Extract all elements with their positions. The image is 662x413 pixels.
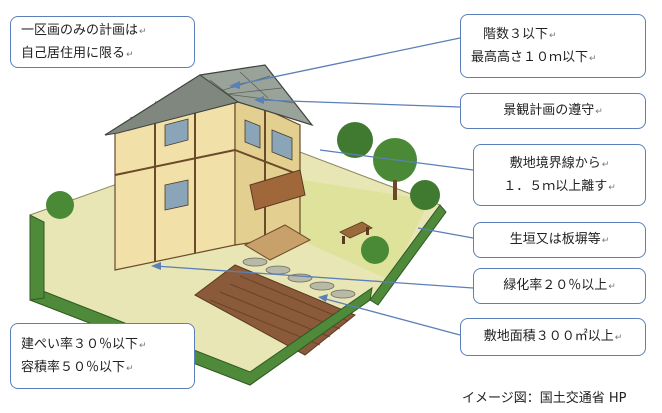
leader-arrows	[151, 81, 328, 302]
callout-landscape: 景観計画の遵守↵	[460, 93, 646, 129]
callout-height-line: 最高高さ１０ｍ以下↵	[471, 50, 597, 65]
callout-site-area-line: 敷地面積３００㎡以上↵	[483, 329, 623, 344]
callout-single-lot: 一区画のみの計画は↵ 自己居住用に限る↵	[10, 16, 195, 68]
timber-frame	[114, 108, 301, 262]
entrance-deck	[243, 224, 312, 261]
garden-bench	[339, 221, 373, 244]
callout-coverage-line: 建ぺい率３０％以下↵	[21, 337, 147, 352]
callout-landscape-line: 景観計画の遵守↵	[503, 103, 603, 118]
callout-floor-area-line: 容積率５０％以下↵	[21, 360, 134, 375]
callout-green-ratio-line: 緑化率２０％以上↵	[503, 278, 616, 293]
balcony	[249, 169, 306, 211]
callout-floors-height: 階数３以下↵ 最高高さ１０ｍ以下↵	[460, 14, 646, 78]
windows	[164, 118, 293, 211]
callout-setback-line-2: １．５ｍ以上離す↵	[503, 179, 616, 194]
leader-lines	[154, 37, 474, 336]
callout-setback: 敷地境界線から↵ １．５ｍ以上離す↵	[473, 144, 646, 206]
callout-single-lot-line-1: 一区画のみの計画は↵	[21, 23, 147, 38]
callout-green-ratio: 緑化率２０％以上↵	[473, 268, 646, 304]
callout-hedge: 生垣又は板塀等↵	[473, 222, 646, 258]
callout-setback-line-1: 敷地境界線から↵	[509, 156, 610, 171]
callout-site-area: 敷地面積３００㎡以上↵	[460, 318, 646, 356]
image-source-caption: イメージ図：国土交通省 HP	[462, 391, 627, 406]
callout-hedge-line: 生垣又は板塀等↵	[509, 232, 610, 247]
left-hedge	[29, 214, 45, 301]
callout-coverage: 建ぺい率３０％以下↵ 容積率５０％以下↵	[10, 323, 195, 389]
callout-floors-line: 階数３以下↵	[483, 27, 557, 42]
roof-gable	[104, 74, 240, 136]
callout-single-lot-line-2: 自己居住用に限る↵	[21, 46, 134, 61]
